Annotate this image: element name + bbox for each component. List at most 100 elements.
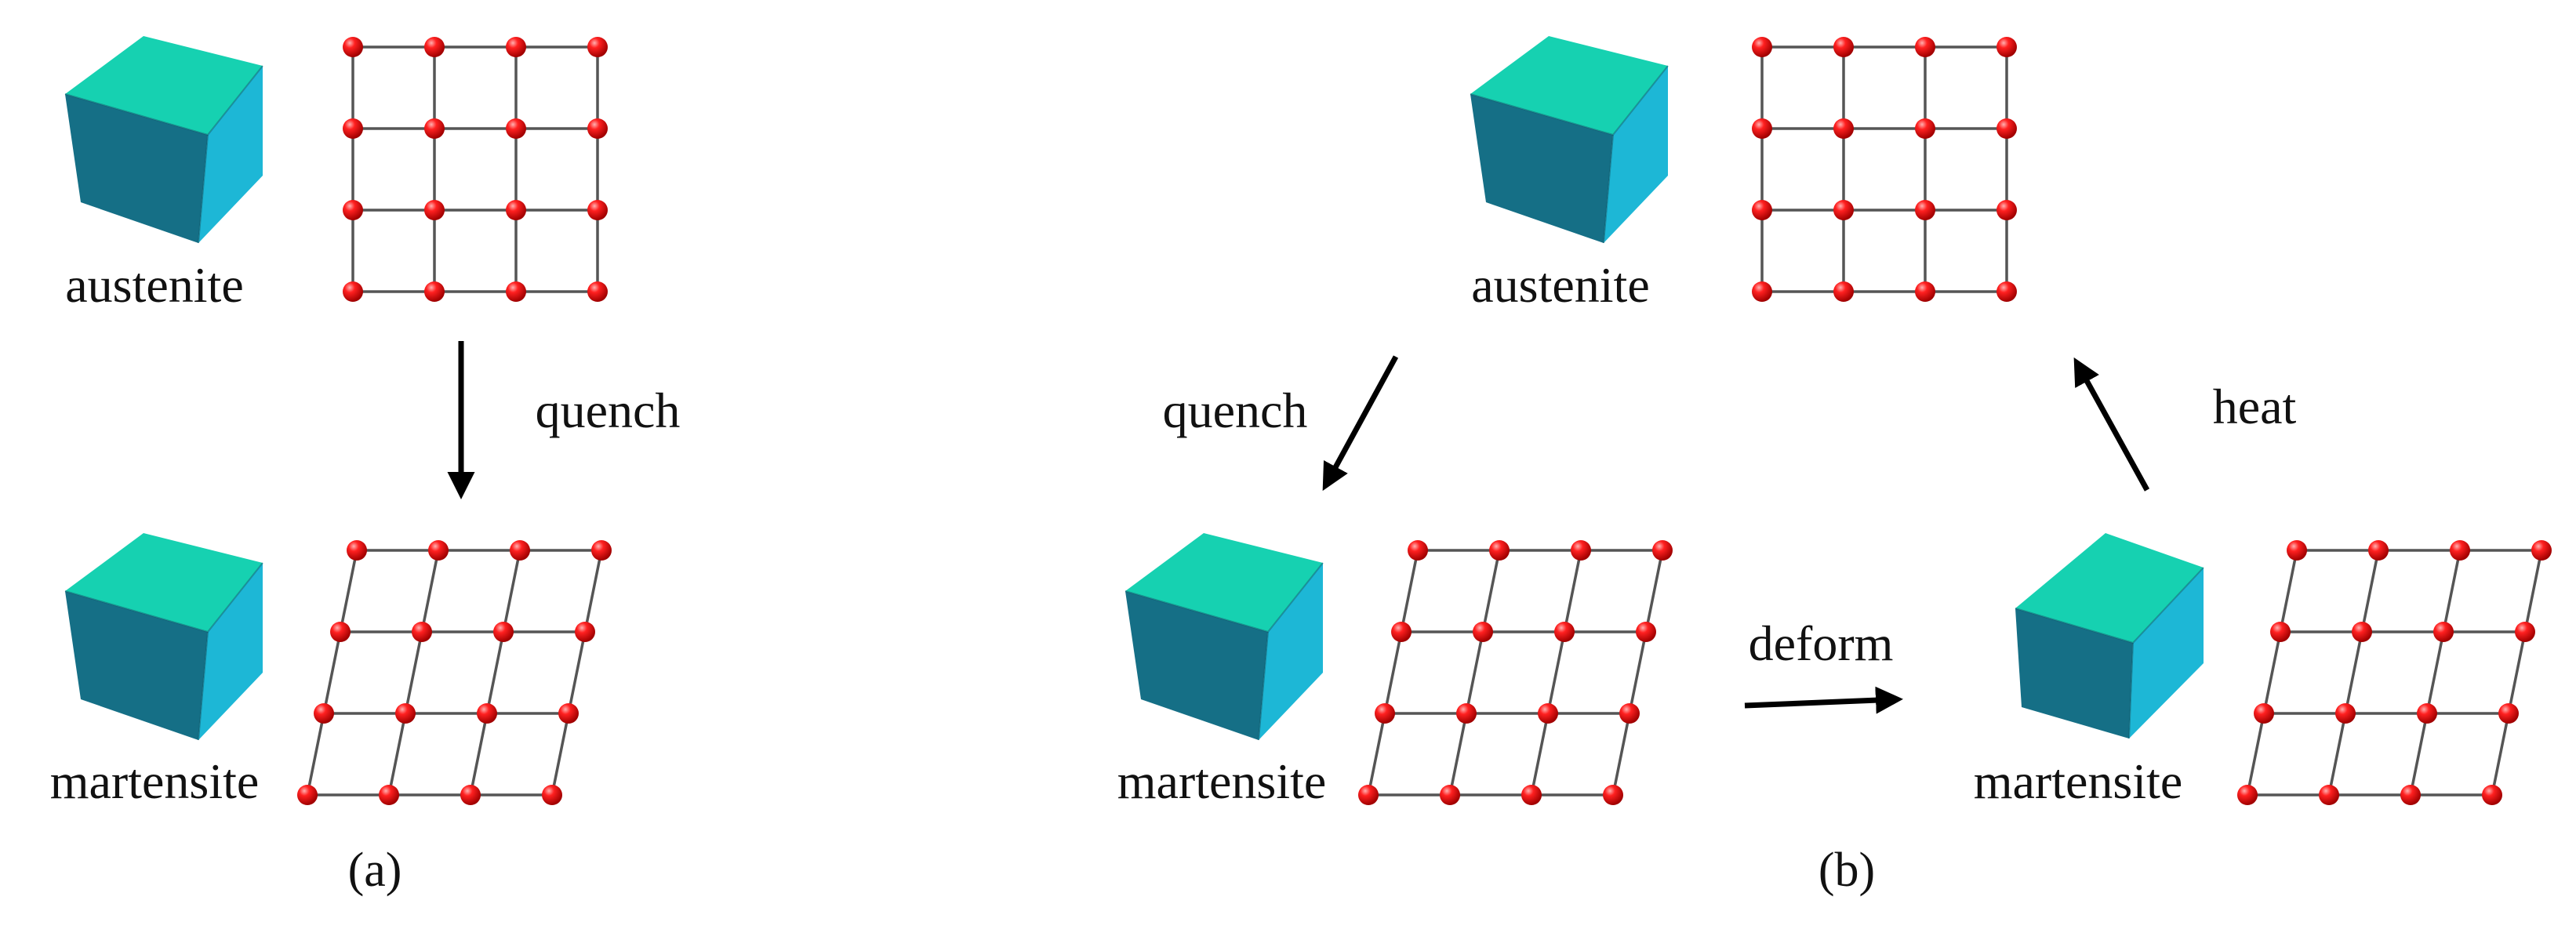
lattice-atom (587, 200, 608, 220)
lattice-atom (1996, 37, 2017, 57)
austenite-cube (64, 36, 263, 244)
lattice-atom (297, 785, 318, 805)
lattice-bond (1367, 550, 1419, 796)
lattice-atom (1996, 281, 2017, 302)
panel-b-quench-transition: quench (1163, 355, 1399, 492)
lattice-atom (428, 540, 449, 561)
lattice-atom (542, 785, 562, 805)
cube-top-face (65, 533, 263, 632)
lattice-atom (1915, 281, 1935, 302)
lattice-atom (424, 37, 445, 57)
panel-b-caption: (b) (1818, 844, 1875, 897)
lattice-atom (424, 118, 445, 139)
cube-front-face (65, 94, 208, 243)
lattice-atom (506, 200, 526, 220)
lattice-atom (2417, 703, 2437, 724)
lattice-atom (460, 785, 481, 805)
lattice-atom (1456, 703, 1477, 724)
lattice-atom (2433, 622, 2454, 642)
lattice-atom (424, 200, 445, 220)
lattice-atom (1833, 200, 1854, 220)
lattice-atom (587, 37, 608, 57)
lattice-atom (1408, 540, 1428, 561)
lattice-atom (395, 703, 416, 724)
panel-b-deform-transition: deform (1744, 615, 1903, 714)
martensite-cube (1125, 533, 1324, 741)
lattice-atom (2368, 540, 2389, 561)
lattice-atom (2400, 785, 2421, 805)
lattice-atom (1521, 785, 1542, 805)
deformed-martensite-label: martensite (1974, 753, 2183, 809)
austenite-lattice (1752, 37, 2017, 302)
lattice-atom (1752, 37, 1772, 57)
lattice-atom (2482, 785, 2502, 805)
cube-side-face (198, 66, 263, 243)
lattice-atom (1996, 118, 2017, 139)
lattice-atom (330, 622, 351, 642)
lattice-atom (1473, 622, 1493, 642)
panel-a-austenite: austenite (64, 36, 608, 313)
cube-front-face (65, 591, 208, 740)
quench-arrow (1322, 355, 1399, 492)
quench-label: quench (1163, 383, 1308, 438)
lattice-atom (506, 37, 526, 57)
cube-edge (1603, 134, 1614, 244)
cube-top-face (1470, 36, 1668, 135)
lattice-atom (2515, 622, 2535, 642)
heat-arrow (2073, 357, 2150, 492)
lattice-atom (1489, 540, 1510, 561)
deformed-martensite-lattice (2237, 540, 2552, 805)
panel-a-martensite: martensite (50, 533, 612, 809)
lattice-atom (510, 540, 530, 561)
lattice-atom (591, 540, 612, 561)
lattice-atom (2254, 703, 2274, 724)
austenite-cube (1470, 36, 1669, 244)
lattice-atom (343, 200, 363, 220)
lattice-atom (1915, 200, 1935, 220)
heat-label: heat (2213, 379, 2297, 434)
austenite-label: austenite (1471, 257, 1649, 313)
cube-edge (2128, 642, 2134, 739)
lattice-atom (587, 281, 608, 302)
lattice-atom (477, 703, 497, 724)
lattice-atom (1833, 118, 1854, 139)
lattice-atom (379, 785, 399, 805)
lattice-bond (1530, 550, 1582, 796)
panel-a-caption: (a) (348, 844, 402, 897)
lattice-atom (1915, 118, 1935, 139)
quench-label: quench (536, 383, 681, 438)
panel-b-martensite: martensite (1117, 533, 1673, 809)
lattice-bond (2327, 550, 2380, 796)
lattice-atom (2450, 540, 2470, 561)
lattice-atom (343, 37, 363, 57)
lattice-atom (2270, 622, 2291, 642)
lattice-atom (2319, 785, 2339, 805)
cube-front-face (1125, 591, 1268, 740)
lattice-atom (1833, 37, 1854, 57)
cube-side-face (198, 563, 263, 740)
panel-b-deformed-martensite: martensite (1974, 533, 2552, 809)
lattice-atom (1652, 540, 1673, 561)
lattice-atom (2498, 703, 2519, 724)
lattice-atom (1440, 785, 1460, 805)
lattice-atom (1538, 703, 1558, 724)
lattice-atom (1752, 281, 1772, 302)
lattice-bond (1448, 550, 1501, 796)
lattice-atom (343, 281, 363, 302)
martensite-label: martensite (50, 753, 260, 809)
panel-b-heat-transition: heat (2073, 357, 2297, 492)
lattice-atom (506, 281, 526, 302)
lattice-atom (558, 703, 579, 724)
cube-side-face (2129, 568, 2204, 738)
lattice-bond (2246, 550, 2298, 796)
cube-edge (198, 134, 209, 244)
lattice-atom (1571, 540, 1591, 561)
lattice-atom (2352, 622, 2372, 642)
lattice-atom (1554, 622, 1575, 642)
lattice-atom (1833, 281, 1854, 302)
lattice-atom (587, 118, 608, 139)
lattice-bond (2491, 550, 2543, 796)
deformed-martensite-cube (2015, 533, 2204, 739)
cube-side-face (1604, 66, 1668, 243)
